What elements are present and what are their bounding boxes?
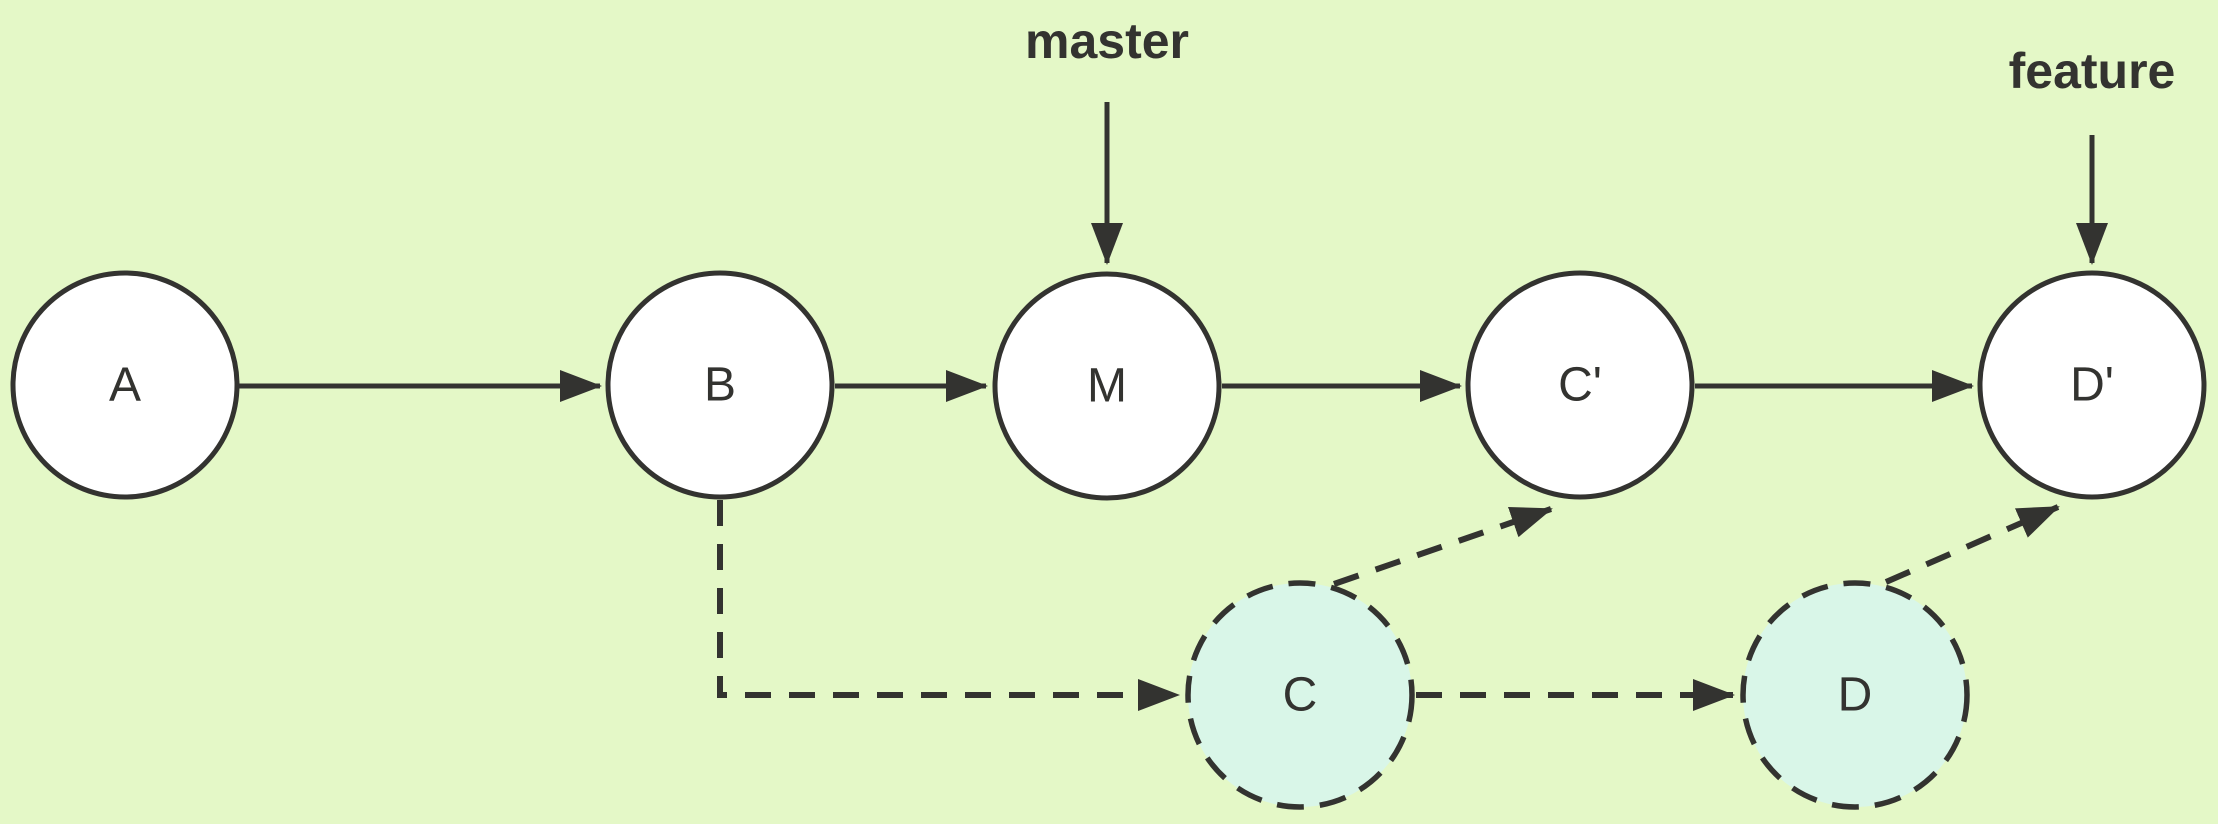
node-m-circle [992, 271, 1222, 501]
node-d-circle [1740, 580, 1970, 810]
edge-b-c [717, 500, 1180, 711]
node-c-circle [1185, 580, 1415, 810]
feature-branch-label: feature [2009, 43, 2176, 99]
node-d-prime-label: D' [2070, 359, 2114, 412]
node-c-prime-circle [1465, 270, 1695, 500]
node-d-label: D [1838, 669, 1873, 722]
node-b-circle [605, 270, 835, 500]
node-c-prime-label: C' [1558, 359, 1602, 412]
node-a: A [10, 270, 240, 500]
master-branch-label: master [1025, 13, 1189, 69]
node-a-label: A [109, 359, 141, 412]
node-a-circle [10, 270, 240, 500]
node-d-prime-circle [1977, 270, 2207, 500]
node-c-prime: C' [1465, 270, 1695, 500]
edge-d-dprime [1884, 504, 2060, 585]
node-d-prime: D' [1977, 270, 2207, 500]
node-m-label: M [1087, 360, 1127, 413]
edge-c-cprime [1333, 506, 1553, 587]
node-b: B [605, 270, 835, 500]
node-d: D [1740, 580, 1970, 810]
node-b-label: B [704, 359, 736, 412]
node-c: C [1185, 580, 1415, 810]
node-m: M [992, 271, 1222, 501]
node-c-label: C [1283, 669, 1318, 722]
